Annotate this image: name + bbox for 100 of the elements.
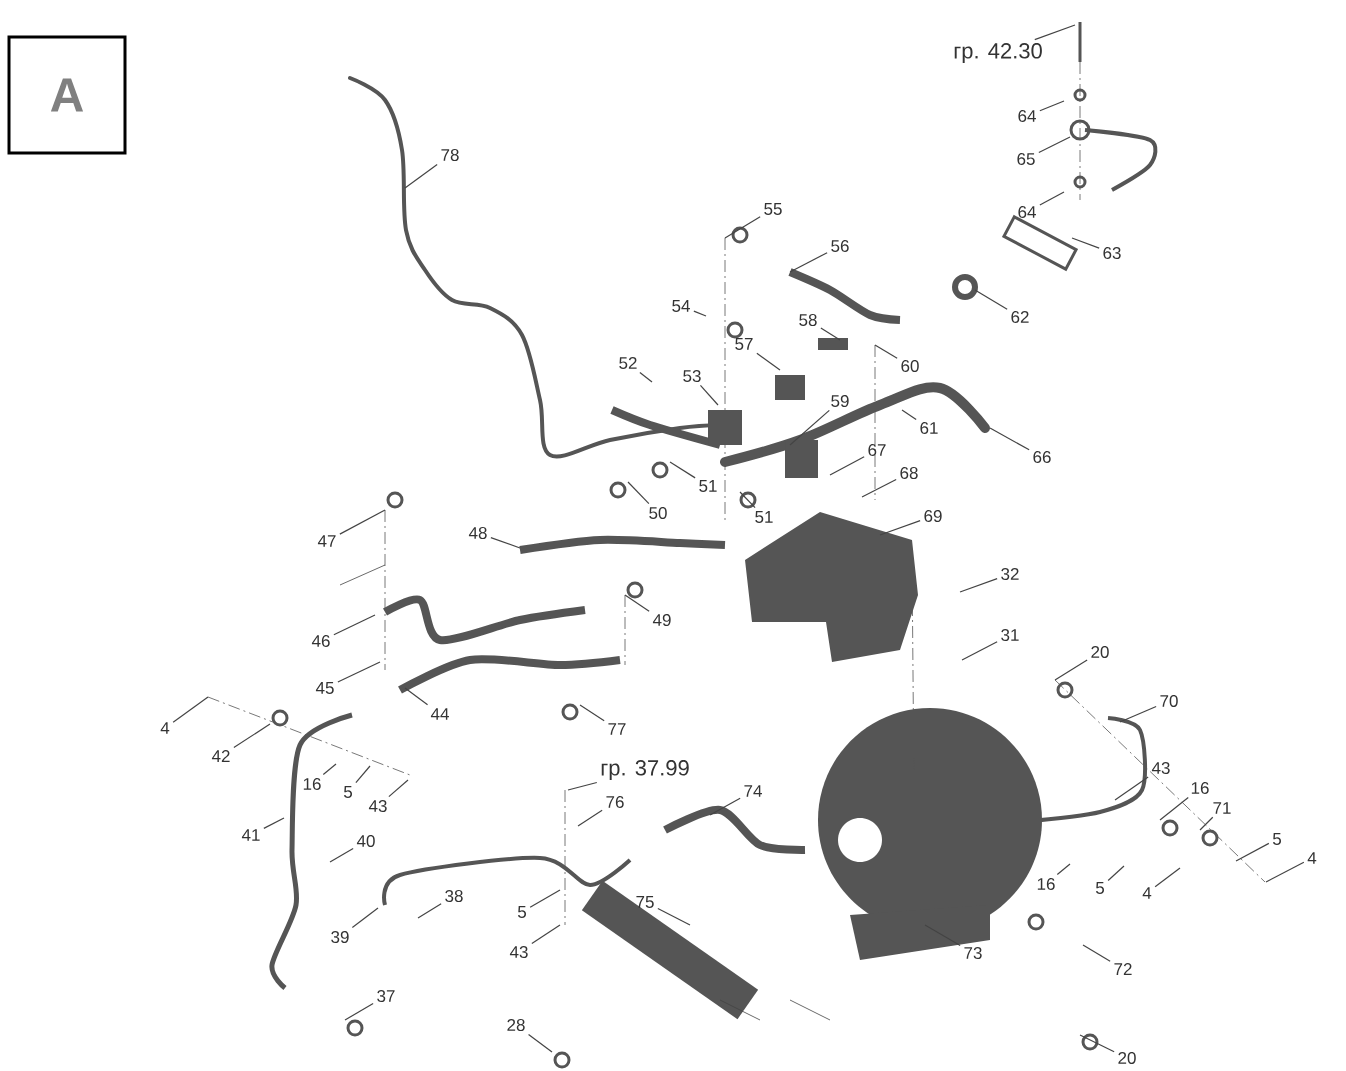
leader-line xyxy=(490,537,521,549)
callout-number: 77 xyxy=(608,723,626,735)
leader-line xyxy=(624,594,650,612)
leader-line xyxy=(874,344,898,359)
leader-line xyxy=(724,216,761,239)
callout-number: 54 xyxy=(672,300,690,312)
callout-number: 68 xyxy=(900,467,918,479)
callout-number: 78 xyxy=(441,149,459,161)
leader-line xyxy=(1034,24,1076,41)
callout-number: 47 xyxy=(317,535,336,547)
leader-line xyxy=(233,723,271,749)
callout-number: 46 xyxy=(311,635,330,647)
callout-number: 55 xyxy=(764,203,782,215)
leader-line xyxy=(1265,861,1305,883)
callout-number: 76 xyxy=(606,796,624,808)
leader-line xyxy=(404,687,429,706)
leader-line xyxy=(879,520,921,536)
leader-line xyxy=(959,578,998,593)
callout-number: 42 xyxy=(211,750,230,762)
leader-line xyxy=(388,779,409,798)
callout-number: 75 xyxy=(636,896,654,908)
leader-line xyxy=(322,763,337,776)
callout-number: 73 xyxy=(964,947,982,959)
leader-line xyxy=(344,1002,374,1021)
callout-number: 45 xyxy=(315,682,334,694)
callout-number: 52 xyxy=(619,357,637,369)
leader-line xyxy=(1079,1034,1115,1053)
callout-number: 60 xyxy=(901,360,919,372)
callout-number: 40 xyxy=(356,835,375,847)
callout-number: 39 xyxy=(331,931,349,943)
callout-number: 41 xyxy=(241,829,260,841)
leader-line xyxy=(974,289,1008,310)
leader-line xyxy=(263,817,285,829)
callout-number: 5 xyxy=(1272,833,1282,845)
callout-number: 5 xyxy=(517,906,527,918)
leader-line xyxy=(404,163,438,189)
leader-line xyxy=(1199,816,1214,831)
callout-number: 4 xyxy=(1142,887,1152,899)
callout-number: 16 xyxy=(303,778,321,790)
leader-line xyxy=(355,765,371,784)
leader-line xyxy=(1082,944,1111,962)
leader-line xyxy=(1235,842,1270,862)
callout-number: 31 xyxy=(1001,629,1019,641)
leader-line xyxy=(527,1033,553,1053)
callout-number: 63 xyxy=(1103,247,1121,259)
leader-line xyxy=(1114,776,1149,801)
callout-number: 20 xyxy=(1091,646,1109,658)
callout-number: 66 xyxy=(1033,451,1051,463)
leader-line xyxy=(639,371,653,383)
callout-number: 44 xyxy=(430,708,449,720)
callout-number: 69 xyxy=(924,510,942,522)
leader-line xyxy=(924,924,961,947)
leader-line xyxy=(693,310,707,317)
callout-number: 51 xyxy=(755,511,773,523)
callout-number: 28 xyxy=(507,1019,525,1031)
leader-line xyxy=(339,509,386,535)
leader-line xyxy=(756,352,781,371)
callout-number: 50 xyxy=(649,507,667,519)
callout-number: 43 xyxy=(509,946,528,958)
leader-line xyxy=(820,327,841,341)
leader-line xyxy=(709,797,741,816)
leader-line xyxy=(577,809,603,827)
reference-label: гр. 42.30 xyxy=(954,43,1042,63)
leader-line xyxy=(699,384,719,406)
callout-number: 5 xyxy=(343,786,353,798)
callout-number: 37 xyxy=(377,990,395,1002)
leader-line xyxy=(567,781,598,791)
leader-line xyxy=(961,641,998,661)
callout-number: 20 xyxy=(1118,1052,1136,1064)
callout-number: 32 xyxy=(1001,568,1019,580)
leader-line xyxy=(627,481,650,505)
callout-number: 65 xyxy=(1017,153,1035,165)
leader-line xyxy=(829,456,865,476)
leader-line xyxy=(329,847,354,863)
callout-number: 5 xyxy=(1095,882,1105,894)
callout-number: 16 xyxy=(1191,782,1209,794)
callout-number: 67 xyxy=(868,444,886,456)
callout-number: 51 xyxy=(699,480,717,492)
callout-number: 48 xyxy=(468,527,487,539)
callout-number: 4 xyxy=(1307,852,1317,864)
leader-line xyxy=(657,907,691,926)
leader-line xyxy=(351,907,379,929)
leader-line xyxy=(739,491,756,509)
callout-number: 72 xyxy=(1114,963,1132,975)
leader-line xyxy=(1154,867,1181,888)
leader-line xyxy=(1056,863,1071,876)
callout-number: 53 xyxy=(683,370,701,382)
leader-line xyxy=(789,409,830,446)
leader-line xyxy=(333,614,376,636)
leader-line xyxy=(337,661,381,683)
callout-number: 4 xyxy=(160,722,170,734)
callout-number: 58 xyxy=(799,314,817,326)
leader-line xyxy=(669,461,696,479)
callout-number: 64 xyxy=(1018,110,1036,122)
callout-number: 62 xyxy=(1011,311,1029,323)
leader-line xyxy=(531,924,561,945)
leader-line xyxy=(529,889,561,908)
leader-line xyxy=(1054,659,1088,681)
leader-line xyxy=(989,427,1030,451)
leader-line xyxy=(417,903,442,919)
